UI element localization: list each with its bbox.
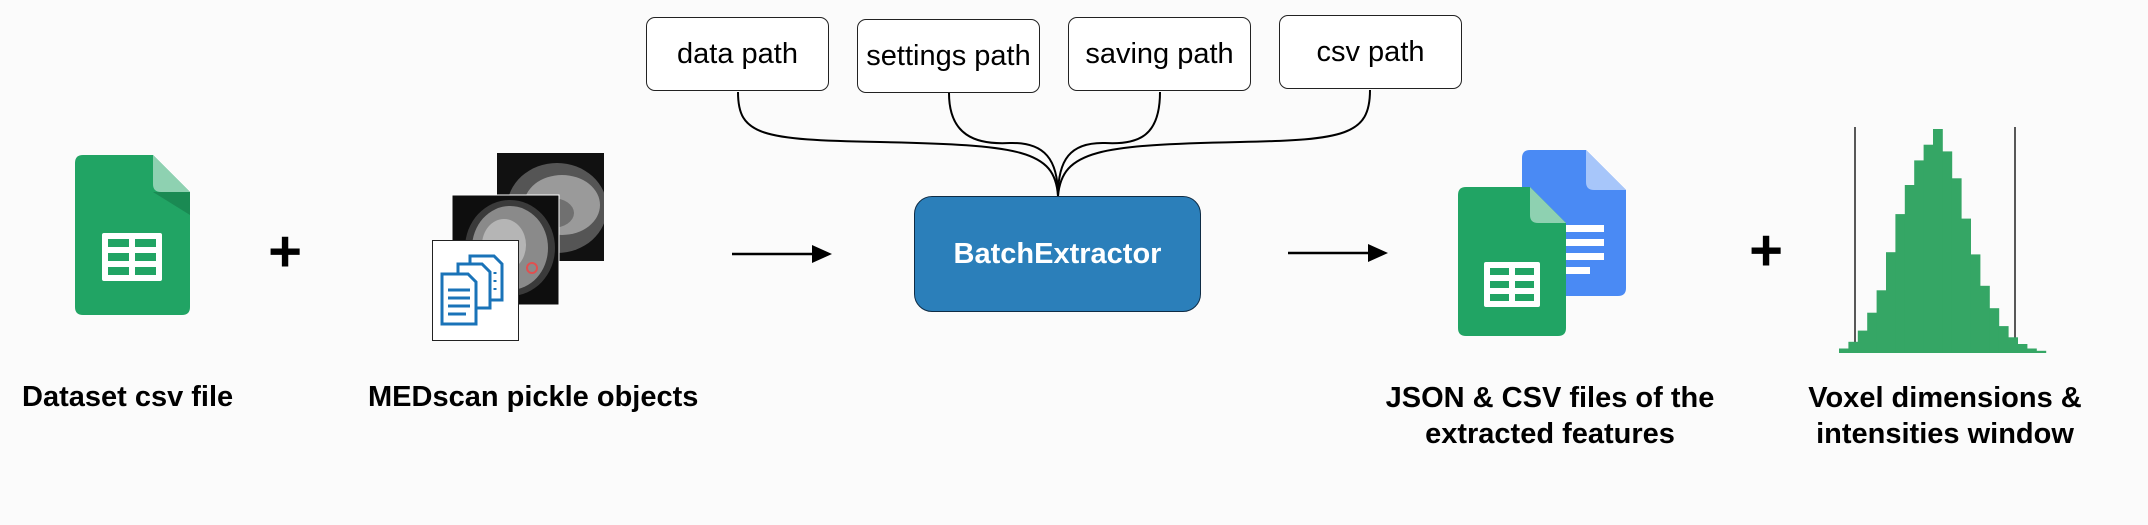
histogram-bar <box>1848 341 1859 353</box>
histogram-bar <box>1998 326 2009 353</box>
settings-path-label: settings path <box>866 39 1031 72</box>
histogram-bar <box>2027 348 2037 353</box>
dataset-caption: Dataset csv file <box>22 379 233 415</box>
histogram-bar <box>1923 144 1934 353</box>
histogram-bar <box>2017 344 2028 353</box>
histogram-bar <box>1867 312 1877 353</box>
histogram-bar <box>1904 185 1915 353</box>
histogram-bar <box>1961 218 1971 353</box>
histogram-bar <box>1886 252 1896 353</box>
batch-extractor-label: BatchExtractor <box>953 237 1162 270</box>
data-path-label: data path <box>677 37 798 70</box>
connector-settings-path <box>948 92 1059 197</box>
histogram-bar <box>2008 337 2018 353</box>
flow-arrow-left <box>732 245 832 263</box>
medscan-caption: MEDscan pickle objects <box>368 379 698 415</box>
csv-path-label: csv path <box>1316 35 1425 68</box>
histogram-bar <box>1951 178 1962 353</box>
voxel-caption-line2: intensities window <box>1816 418 2074 450</box>
connector-data-path <box>737 91 1059 197</box>
plus-sign-left: + <box>268 219 302 284</box>
histogram-bar <box>1839 348 1849 353</box>
connector-csv-path <box>1057 89 1371 197</box>
histogram-bar <box>1980 285 1990 353</box>
csv-path-box: csv path <box>1279 15 1462 89</box>
histogram-bar <box>1914 160 1924 353</box>
outputs-caption: JSON & CSV files of the extracted featur… <box>1350 380 1750 452</box>
histogram-bar <box>1933 129 1943 353</box>
pickle-documents-icon <box>432 240 519 341</box>
spreadsheet-output-icon <box>1458 187 1566 336</box>
voxel-caption-line1: Voxel dimensions & <box>1808 382 2082 414</box>
docs-icon <box>1458 150 1626 336</box>
flow-arrow-right <box>1288 244 1388 262</box>
outputs-caption-line2: extracted features <box>1425 418 1675 450</box>
plus-sign-right: + <box>1749 218 1783 283</box>
histogram-bar <box>2036 350 2047 353</box>
outputs-caption-line1: JSON & CSV files of the <box>1385 382 1715 414</box>
medscan-caption-text: MEDscan pickle objects <box>368 381 699 413</box>
histogram-bar <box>1970 254 1981 353</box>
data-path-box: data path <box>646 17 829 91</box>
spreadsheet-icon <box>75 155 190 315</box>
histogram-bar <box>1942 151 1953 353</box>
histogram-bar <box>1989 308 2000 353</box>
settings-path-box: settings path <box>857 19 1040 93</box>
voxel-caption: Voxel dimensions & intensities window <box>1780 380 2110 452</box>
batch-extractor-box: BatchExtractor <box>914 196 1201 312</box>
saving-path-box: saving path <box>1068 17 1251 91</box>
connector-saving-path <box>1057 91 1161 197</box>
dataset-caption-text: Dataset csv file <box>22 381 234 413</box>
saving-path-label: saving path <box>1085 37 1234 70</box>
histogram-bar <box>1895 214 1906 353</box>
histogram-icon <box>1839 127 2047 353</box>
histogram-bar <box>1857 330 1868 353</box>
histogram-bar <box>1876 290 1887 353</box>
